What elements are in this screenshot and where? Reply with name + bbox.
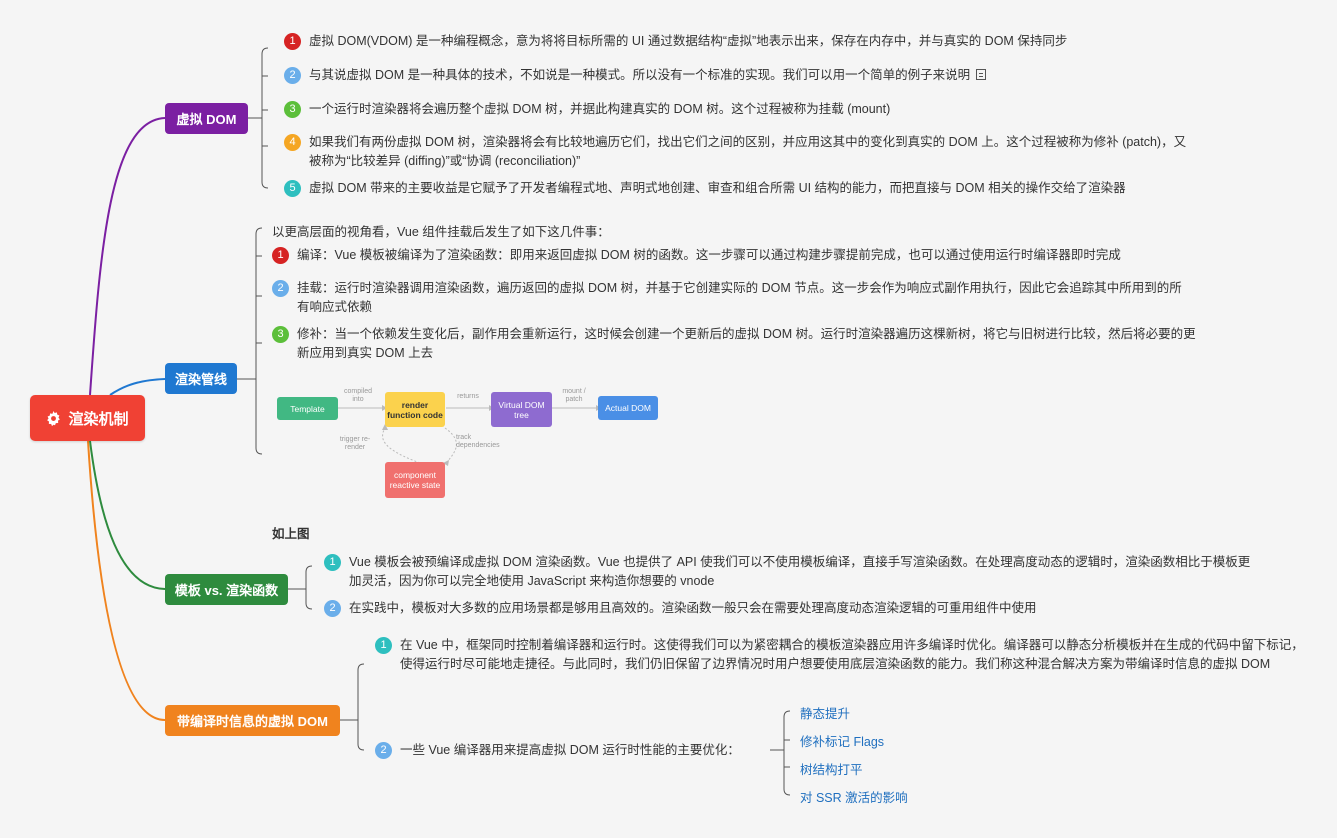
item-text: 在实践中，模板对大多数的应用场景都是够用且高效的。渲染函数一般只会在需要处理高度… [349, 601, 1037, 615]
list-item: 4 如果我们有两份虚拟 DOM 树，渲染器将会有比较地遍历它们，找出它们之间的区… [284, 133, 1194, 170]
connector-root-vdom [89, 117, 166, 396]
branch-label: 模板 vs. 渲染函数 [174, 583, 279, 598]
bracket-template [288, 565, 313, 610]
flow-node-template: Template [277, 397, 338, 420]
flow-node-actual-dom: Actual DOM [598, 396, 658, 420]
branch-label: 带编译时信息的虚拟 DOM [177, 714, 328, 729]
list-item: 3 修补：当一个依赖发生变化后，副作用会重新运行，这时候会创建一个更新后的虚拟 … [272, 325, 1197, 362]
branch-compiler-informed-vdom[interactable]: 带编译时信息的虚拟 DOM [165, 705, 340, 736]
flow-label-track: track dependencies [456, 434, 500, 449]
number-badge: 4 [284, 134, 301, 151]
number-badge: 1 [375, 637, 392, 654]
leaf-tree-flattening[interactable]: 树结构打平 [800, 763, 863, 777]
branch-virtual-dom[interactable]: 虚拟 DOM [165, 103, 248, 134]
item-text: 虚拟 DOM(VDOM) 是一种编程概念，意为将将目标所需的 UI 通过数据结构… [309, 34, 1068, 48]
number-badge: 1 [272, 247, 289, 264]
branch-template-vs-render[interactable]: 模板 vs. 渲染函数 [165, 574, 288, 605]
list-item: 1 虚拟 DOM(VDOM) 是一种编程概念，意为将将目标所需的 UI 通过数据… [284, 32, 1184, 51]
item-text: 修补：当一个依赖发生变化后，副作用会重新运行，这时候会创建一个更新后的虚拟 DO… [297, 327, 1196, 360]
flow-node-vdom: Virtual DOM tree [491, 392, 552, 427]
number-badge: 2 [284, 67, 301, 84]
pipeline-intro: 以更高层面的视角看，Vue 组件挂载后发生了如下这几件事： [272, 225, 610, 239]
branch-label: 虚拟 DOM [176, 112, 237, 127]
flow-label-trigger: trigger re-render [339, 436, 371, 451]
item-text: 在 Vue 中，框架同时控制着编译器和运行时。这使得我们可以为紧密耦合的模板渲染… [400, 638, 1304, 671]
number-badge: 2 [272, 280, 289, 297]
list-item: 2 与其说虚拟 DOM 是一种具体的技术，不如说是一种模式。所以没有一个标准的实… [284, 66, 1184, 85]
item-text: 一些 Vue 编译器用来提高虚拟 DOM 运行时性能的主要优化： [400, 743, 740, 757]
number-badge: 2 [375, 742, 392, 759]
connector-root-pipeline [109, 378, 166, 396]
list-item: 3 一个运行时渲染器将会遍历整个虚拟 DOM 树，并据此构建真实的 DOM 树。… [284, 100, 1184, 119]
list-item: 5 虚拟 DOM 带来的主要收益是它赋予了开发者编程式地、声明式地创建、审查和组… [284, 179, 1184, 198]
branch-render-pipeline[interactable]: 渲染管线 [165, 363, 237, 394]
root-label: 渲染机制 [68, 410, 129, 428]
list-item: 1 编译：Vue 模板被编译为了渲染函数：即用来返回虚拟 DOM 树的函数。这一… [272, 246, 1172, 265]
bracket-vdom [248, 47, 269, 189]
flow-arrows [338, 407, 596, 464]
list-item: 1 在 Vue 中，框架同时控制着编译器和运行时。这使得我们可以为紧密耦合的模板… [375, 636, 1305, 673]
bracket-compile [340, 663, 365, 751]
item-text: 挂载：运行时渲染器调用渲染函数，遍历返回的虚拟 DOM 树，并基于它创建实际的 … [297, 281, 1182, 314]
item-text: Vue 模板会被预编译成虚拟 DOM 渲染函数。Vue 也提供了 API 使我们… [349, 555, 1251, 588]
document-icon[interactable] [976, 69, 987, 80]
number-badge: 3 [284, 101, 301, 118]
list-item: 2 在实践中，模板对大多数的应用场景都是够用且高效的。渲染函数一般只会在需要处理… [324, 599, 1254, 618]
connector-root-compile [87, 440, 166, 721]
leaf-patch-flags[interactable]: 修补标记 Flags [800, 735, 885, 749]
item-text: 一个运行时渲染器将会遍历整个虚拟 DOM 树，并据此构建真实的 DOM 树。这个… [309, 102, 891, 116]
bracket-pipeline [237, 227, 263, 455]
branch-label: 渲染管线 [175, 372, 228, 387]
connector-root-template [89, 440, 166, 590]
item-text: 编译：Vue 模板被编译为了渲染函数：即用来返回虚拟 DOM 树的函数。这一步骤… [297, 248, 1121, 262]
root-node[interactable]: 渲染机制 [30, 395, 145, 441]
item-text: 如果我们有两份虚拟 DOM 树，渲染器将会有比较地遍历它们，找出它们之间的区别，… [309, 135, 1187, 168]
number-badge: 1 [284, 33, 301, 50]
gear-icon [47, 410, 61, 426]
bracket-leaves [770, 710, 791, 796]
flow-node-reactive-state: component reactive state [385, 462, 445, 498]
number-badge: 2 [324, 600, 341, 617]
number-badge: 1 [324, 554, 341, 571]
flow-node-render: render function code [385, 392, 445, 427]
flow-label-returns: returns [457, 393, 479, 400]
list-item: 2 一些 Vue 编译器用来提高虚拟 DOM 运行时性能的主要优化： [375, 741, 775, 760]
list-item: 1 Vue 模板会被预编译成虚拟 DOM 渲染函数。Vue 也提供了 API 使… [324, 553, 1254, 590]
leaf-static-hoisting[interactable]: 静态提升 [800, 707, 851, 721]
leaf-ssr-hydration[interactable]: 对 SSR 激活的影响 [800, 791, 908, 805]
flow-label-mount: mount / patch [562, 388, 586, 403]
item-text: 虚拟 DOM 带来的主要收益是它赋予了开发者编程式地、声明式地创建、审查和组合所… [309, 181, 1126, 195]
item-text: 与其说虚拟 DOM 是一种具体的技术，不如说是一种模式。所以没有一个标准的实现。… [309, 68, 971, 82]
flow-label-compiled: compiled into [343, 388, 372, 403]
number-badge: 5 [284, 180, 301, 197]
number-badge: 3 [272, 326, 289, 343]
flow-caption: 如上图 [272, 527, 310, 541]
list-item: 2 挂载：运行时渲染器调用渲染函数，遍历返回的虚拟 DOM 树，并基于它创建实际… [272, 279, 1187, 316]
